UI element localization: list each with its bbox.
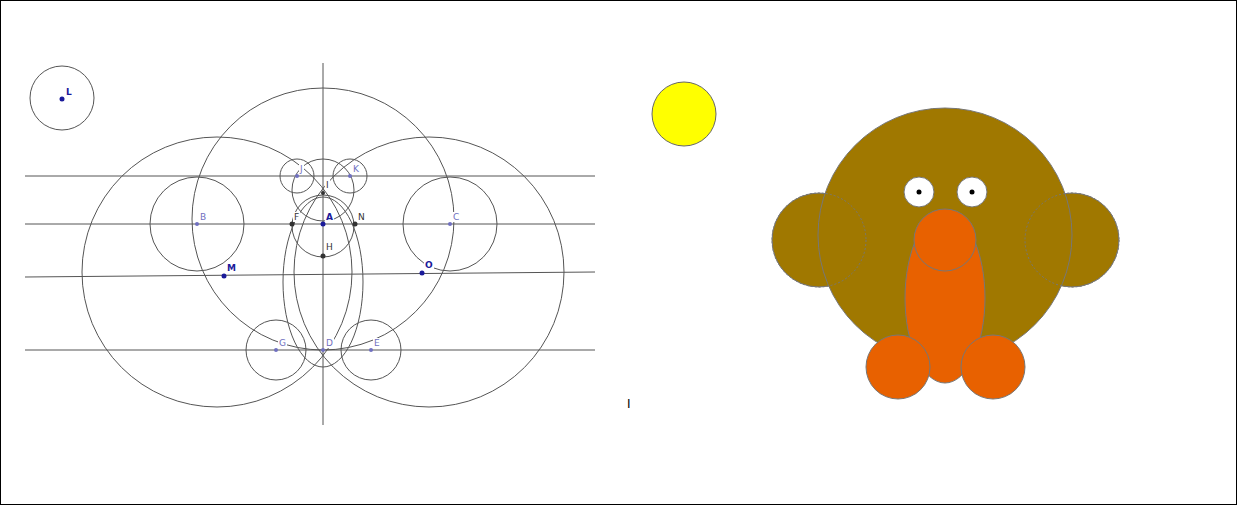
circle <box>341 320 401 380</box>
point <box>448 222 452 226</box>
point-label: C <box>452 212 460 222</box>
foot <box>866 335 930 399</box>
foot <box>961 335 1025 399</box>
point <box>369 348 373 352</box>
circle <box>292 195 354 257</box>
point <box>420 271 425 276</box>
pupil <box>970 190 975 195</box>
construction <box>25 63 595 425</box>
point-label: E <box>373 338 381 348</box>
circle <box>150 177 244 271</box>
circle <box>280 159 314 193</box>
eye <box>957 177 987 207</box>
ear-outline <box>772 193 866 287</box>
circle <box>192 88 454 350</box>
point-label: I <box>325 180 330 190</box>
circle <box>292 159 354 221</box>
point-label: B <box>199 212 207 222</box>
point-label: N <box>357 212 366 222</box>
point <box>321 348 325 352</box>
point-label: J <box>299 164 304 174</box>
point-label: G <box>278 338 287 348</box>
point-label: O <box>424 260 434 270</box>
snout <box>914 209 976 271</box>
circle <box>82 137 352 407</box>
circle <box>403 177 497 271</box>
point <box>321 222 326 227</box>
point-label: H <box>325 242 334 252</box>
circle <box>30 66 94 130</box>
point <box>60 97 65 102</box>
point-label: M <box>226 263 237 273</box>
point-label: L <box>65 87 73 97</box>
line <box>25 176 595 177</box>
point <box>274 348 278 352</box>
line <box>25 224 595 225</box>
point <box>222 274 227 279</box>
points <box>60 97 453 353</box>
point <box>290 222 295 227</box>
line <box>25 272 595 277</box>
creature <box>772 108 1119 399</box>
circle <box>246 320 306 380</box>
ellipse <box>283 197 363 367</box>
eye <box>904 177 934 207</box>
sun <box>652 82 716 146</box>
ear-outline <box>1025 193 1119 287</box>
circle <box>294 137 564 407</box>
line <box>323 63 324 425</box>
point-label: A <box>325 212 334 222</box>
point <box>195 222 199 226</box>
pupil <box>917 190 922 195</box>
circle <box>333 159 367 193</box>
point <box>348 174 352 178</box>
stray-mark: I <box>626 398 632 411</box>
point-label: D <box>325 338 334 348</box>
point-label: K <box>352 164 360 174</box>
point <box>295 174 299 178</box>
point <box>321 254 326 259</box>
point <box>353 222 358 227</box>
point <box>321 191 325 195</box>
point-label: F <box>293 212 300 222</box>
